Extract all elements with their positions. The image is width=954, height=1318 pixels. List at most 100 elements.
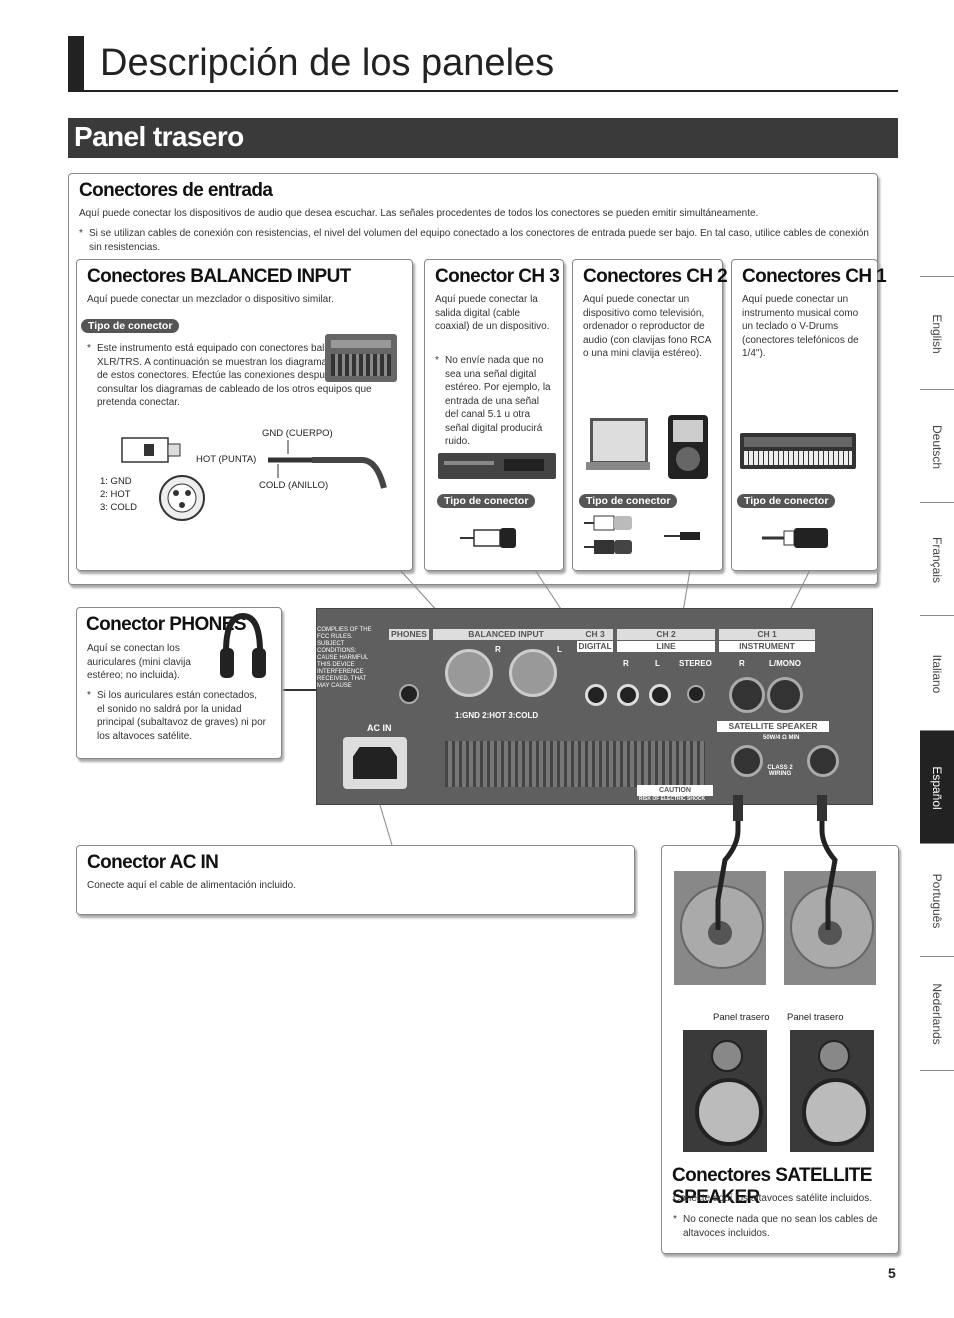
ch3-note: *No envíe nada que no sea una señal digi… [435,355,551,447]
tab-italiano[interactable]: Italiano [920,615,954,731]
page-title-block: Descripción de los paneles [68,36,898,92]
headphones-image [220,612,266,678]
ch1-box [731,259,878,571]
laptop-image [586,418,650,476]
panel-ch2-r-jack[interactable] [617,684,639,706]
speaker-rear-right [784,871,876,985]
panel-line-label: LINE [617,641,715,652]
panel-satellite-label: SATELLITE SPEAKER [717,721,829,732]
page-title: Descripción de los paneles [100,42,555,84]
panel-ch1-lmono: L/MONO [769,659,801,668]
panel-ch2-stereo-jack[interactable] [687,685,705,703]
acin-desc: Conecte aquí el cable de alimentación in… [87,880,297,891]
panel-ch2-l: L [655,659,660,668]
wiring-diagram [121,437,387,521]
panel-instrument-label: INSTRUMENT [719,641,815,652]
rear-label-left: Panel trasero [713,1012,770,1023]
panel-caution: CAUTION [637,785,713,796]
panel-phones-label: PHONES [389,629,429,640]
ch2-badge: Tipo de conector [579,494,678,508]
balanced-box [76,259,413,571]
panel-ch1-label: CH 1 [719,629,815,640]
mixer-image [325,334,397,382]
acin-title: Conector AC IN [87,852,219,873]
speaker-front-left [683,1030,767,1152]
panel-satellite-r-jack[interactable] [731,745,763,777]
panel-ch2-l-jack[interactable] [649,684,671,706]
ch2-title: Conectores CH 2 [583,266,728,287]
panel-ch1-l-jack[interactable] [767,677,803,713]
satellite-desc: Conecte aquí los altavoces satélite incl… [673,1193,873,1204]
satellite-title: Conectores SATELLITE SPEAKER [672,1165,872,1208]
page-number: 5 [888,1265,896,1281]
trs-gnd-label: GND (CUERPO) [262,428,333,439]
panel-ch2-r: R [623,659,629,668]
balanced-desc: Aquí puede conectar un mezclador o dispo… [87,294,334,305]
balanced-note: *Este instrumento está equipado con cone… [87,343,390,408]
speaker-cables [715,795,838,930]
panel-caution-sub: RISK OF ELECTRIC SHOCK [639,796,706,802]
audio-player-image [668,415,708,479]
panel-balanced-r-jack[interactable] [445,649,493,697]
panel-class2: CLASS 2 WIRING [767,765,793,777]
rear-panel: COMPLIES OF THE FCC RULES. SUBJECT CONDI… [316,608,873,805]
tab-deutsch[interactable]: Deutsch [920,389,954,503]
phones-desc: Aquí se conectan los auriculares (mini c… [87,643,191,681]
inputs-note: *Si se utilizan cables de conexión con r… [79,228,869,253]
tab-nederlands[interactable]: Nederlands [920,956,954,1071]
panel-digital-label: DIGITAL [577,641,613,652]
inputs-desc: Aquí puede conectar los dispositivos de … [79,208,759,219]
coax-plug-icon [460,528,516,548]
panel-satellite-l-jack[interactable] [807,745,839,777]
fcc-text: COMPLIES OF THE FCC RULES. SUBJECT CONDI… [317,627,372,689]
phone-plug-icon [762,528,828,548]
ch3-box [424,259,564,571]
trs-hot-label: HOT (PUNTA) [196,454,257,465]
balanced-title: Conectores BALANCED INPUT [87,266,351,287]
ch1-title: Conectores CH 1 [742,266,887,287]
inputs-title: Conectores de entrada [79,180,273,201]
panel-balanced-l-jack[interactable] [509,649,557,697]
panel-impedance: 50W/4 Ω MIN [763,735,800,741]
title-bar-decoration [68,36,84,90]
section-title: Panel trasero [74,121,244,152]
panel-ch2-label: CH 2 [617,629,715,640]
panel-bal-l: L [557,645,562,654]
panel-acin-label: AC IN [367,723,392,733]
rear-label-right: Panel trasero [787,1012,844,1023]
cd-player-image [438,453,556,479]
ch1-desc: Aquí puede conectar un instrumento music… [742,294,859,359]
panel-ch1-r-jack[interactable] [729,677,765,713]
ch3-title: Conector CH 3 [435,266,560,287]
panel-ch1-r: R [739,659,745,668]
ch3-badge: Tipo de conector [437,494,536,508]
tab-portugues[interactable]: Português [920,843,954,957]
speaker-front-right [790,1030,874,1152]
section-header: Panel trasero [68,118,898,158]
panel-bal-r: R [495,645,501,654]
rca-plug-icon [584,515,700,554]
panel-ch3-label: CH 3 [577,629,613,640]
satellite-note: *No conecte nada que no sean los cables … [673,1214,878,1239]
tab-francais[interactable]: Français [920,502,954,616]
panel-ch2-stereo: STEREO [679,659,712,668]
trs-cold-label: COLD (ANILLO) [259,480,329,491]
panel-acin-socket[interactable] [343,737,407,789]
xlr-pin-3: 3: COLD [100,502,137,513]
xlr-pin-1: 1: GND [100,476,132,487]
ch3-desc: Aquí puede conectar la salida digital (c… [435,294,550,332]
phones-title: Conector PHONES [86,614,247,635]
xlr-pin-2: 2: HOT [100,489,131,500]
tab-english[interactable]: English [920,276,954,390]
acin-box [76,845,635,915]
panel-ch3-jack[interactable] [585,684,607,706]
panel-phones-jack[interactable] [399,684,419,704]
keyboard-image [740,433,856,469]
panel-balanced-label: BALANCED INPUT [433,629,579,640]
panel-vent [445,741,705,787]
phones-box [76,607,282,759]
ch2-desc: Aquí puede conectar un dispositivo como … [583,294,711,359]
tab-espanol[interactable]: Español [920,730,954,844]
panel-pin-label: 1:GND 2:HOT 3:COLD [455,711,539,720]
balanced-badge: Tipo de conector [81,319,180,333]
